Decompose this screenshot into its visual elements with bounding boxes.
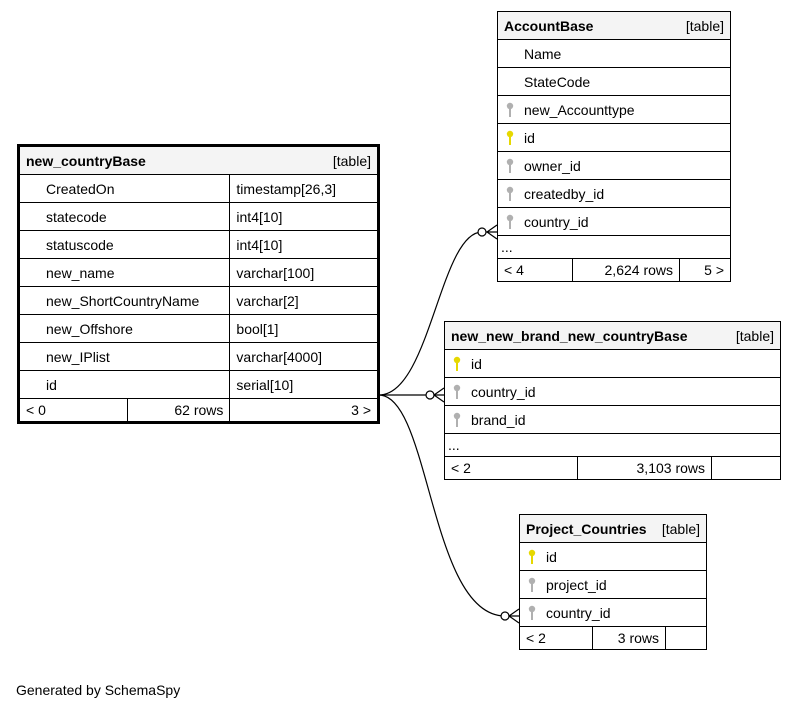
foreign-key-icon <box>528 577 536 592</box>
table-footer: < 2 3 rows <box>519 626 707 650</box>
row-count: 3,103 rows <box>577 456 712 480</box>
column-name: Name <box>497 39 731 68</box>
more-columns-indicator: ... <box>444 433 781 457</box>
column-name: new_Offshore <box>17 314 231 343</box>
table-footer: < 0 62 rows 3 > <box>18 398 379 423</box>
table-type-label: [table] <box>735 327 774 344</box>
table-new-new-brand-new-countrybase[interactable]: new_new_brand_new_countryBase [table] id… <box>444 321 781 480</box>
column-type: varchar[4000] <box>229 342 379 371</box>
column-name: CreatedOn <box>17 174 231 203</box>
table-accountbase[interactable]: AccountBase [table] Name StateCode new_A… <box>497 11 731 282</box>
column-row: createdby_id <box>497 179 731 208</box>
foreign-key-icon <box>528 605 536 620</box>
column-type: serial[10] <box>229 370 379 399</box>
foreign-key-icon <box>506 158 514 173</box>
column-name: new_ShortCountryName <box>17 286 231 315</box>
children-count[interactable]: 5 > <box>679 258 731 282</box>
column-name: new_IPlist <box>17 342 231 371</box>
column-row: new_Accounttype <box>497 95 731 124</box>
table-footer: < 2 3,103 rows <box>444 456 781 480</box>
table-type-label: [table] <box>685 17 724 34</box>
column-row: country_id <box>497 207 731 236</box>
column-name: statecode <box>17 202 231 231</box>
table-title: AccountBase <box>504 17 594 34</box>
column-row: country_id <box>519 598 707 627</box>
column-name: new_Accounttype <box>524 101 635 118</box>
column-type: int4[10] <box>229 230 379 259</box>
table-title: new_countryBase <box>26 152 146 169</box>
optional-marker-account <box>477 227 487 237</box>
parents-count[interactable]: < 2 <box>444 456 578 480</box>
column-name: country_id <box>524 213 589 230</box>
column-name: country_id <box>471 383 536 400</box>
table-title: Project_Countries <box>526 520 647 537</box>
column-name: project_id <box>546 576 607 593</box>
column-name: id <box>17 370 231 399</box>
row-count: 62 rows <box>126 398 231 423</box>
column-row: country_id <box>444 377 781 406</box>
primary-key-icon <box>453 356 461 371</box>
row-count: 2,624 rows <box>572 258 680 282</box>
table-type-label: [table] <box>332 152 371 169</box>
optional-marker-project <box>500 611 510 621</box>
table-project-countries[interactable]: Project_Countries [table] id project_id … <box>519 514 707 650</box>
column-row: brand_id <box>444 405 781 434</box>
children-count[interactable] <box>711 456 781 480</box>
children-count[interactable]: 3 > <box>229 398 379 423</box>
column-type: varchar[2] <box>229 286 379 315</box>
parents-count[interactable]: < 4 <box>497 258 573 282</box>
column-name: owner_id <box>524 157 581 174</box>
column-type: varchar[100] <box>229 258 379 287</box>
column-name: StateCode <box>497 67 731 96</box>
generated-by-credit: Generated by SchemaSpy <box>16 682 181 698</box>
column-row: id <box>497 123 731 152</box>
relation-account-country <box>378 231 497 396</box>
row-count: 3 rows <box>592 626 666 650</box>
column-row: id <box>444 349 781 378</box>
column-name: id <box>471 355 482 372</box>
column-name: id <box>546 548 557 565</box>
foreign-key-icon <box>506 102 514 117</box>
column-name: id <box>524 129 535 146</box>
column-type: int4[10] <box>229 202 379 231</box>
more-columns-indicator: ... <box>497 235 731 259</box>
column-name: country_id <box>546 604 611 621</box>
optional-marker-brand <box>425 390 435 400</box>
relation-project-country <box>378 394 519 617</box>
column-type: bool[1] <box>229 314 379 343</box>
table-type-label: [table] <box>661 520 700 537</box>
foreign-key-icon <box>453 412 461 427</box>
column-name: statuscode <box>17 230 231 259</box>
foreign-key-icon <box>506 214 514 229</box>
column-row: owner_id <box>497 151 731 180</box>
column-type: timestamp[26,3] <box>229 174 379 203</box>
column-row: project_id <box>519 570 707 599</box>
column-name: createdby_id <box>524 185 605 202</box>
column-row: Name <box>497 39 731 68</box>
primary-key-icon <box>506 130 514 145</box>
column-name: new_name <box>17 258 231 287</box>
parents-count[interactable]: < 2 <box>519 626 593 650</box>
column-row: StateCode <box>497 67 731 96</box>
table-footer: < 4 2,624 rows 5 > <box>497 258 731 282</box>
primary-key-icon <box>528 549 536 564</box>
column-name: brand_id <box>471 411 526 428</box>
column-row: id <box>519 542 707 571</box>
foreign-key-icon <box>453 384 461 399</box>
parents-count[interactable]: < 0 <box>18 398 128 423</box>
foreign-key-icon <box>506 186 514 201</box>
table-title: new_new_brand_new_countryBase <box>451 327 688 344</box>
children-count[interactable] <box>665 626 707 650</box>
